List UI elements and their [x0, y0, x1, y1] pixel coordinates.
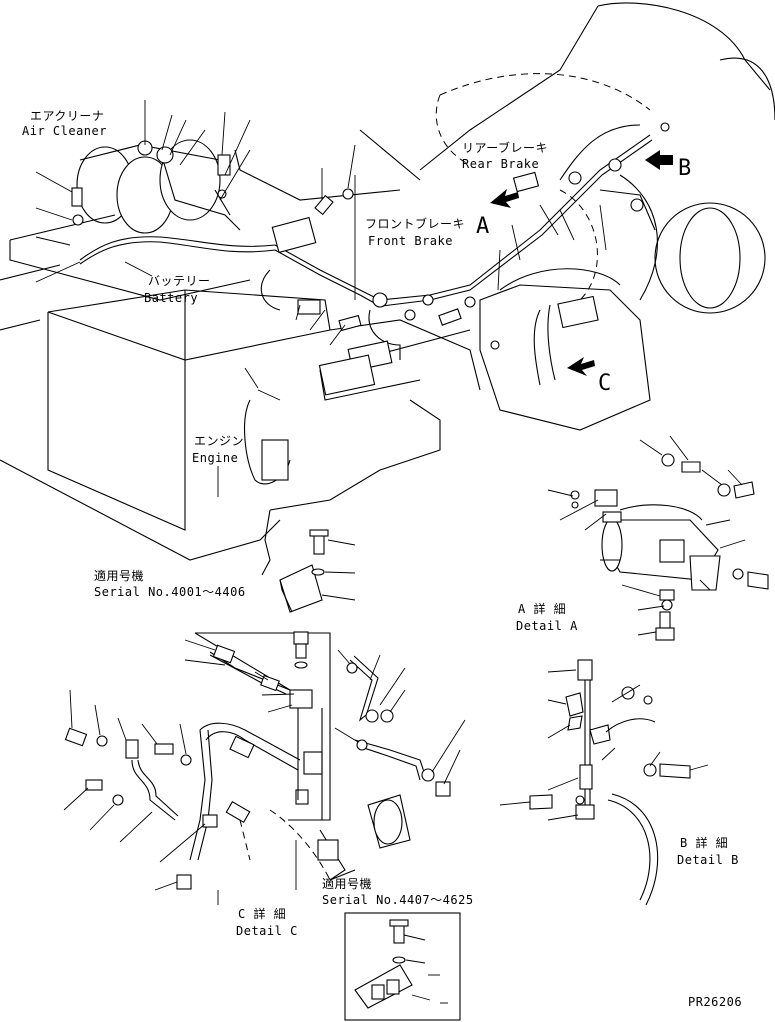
- rear-brake-label: Rear Brake: [462, 157, 539, 171]
- detail-c-label-jp: C 詳 細: [238, 906, 286, 921]
- serial-bottom-label: Serial No.4407～4625: [322, 893, 474, 907]
- battery-label: Battery: [144, 291, 198, 305]
- view-arrows: [490, 150, 673, 376]
- serial-4001-block: [279, 529, 356, 613]
- serial-4407-inset: [344, 912, 461, 1021]
- serial-top-label-jp: 適用号機: [94, 568, 144, 583]
- detail-b-label: Detail B: [677, 853, 739, 867]
- front-brake-label-jp: フロントブレーキ: [365, 216, 465, 231]
- detail-b-label-jp: B 詳 細: [680, 835, 728, 850]
- serial-bottom-label-jp: 適用号機: [322, 876, 372, 891]
- air-cleaner-label: Air Cleaner: [22, 124, 107, 138]
- rear-brake-label-jp: リアーブレーキ: [462, 140, 548, 155]
- detail-c-drawing: [63, 631, 466, 905]
- components-main: [71, 122, 670, 481]
- engine-label: Engine: [192, 451, 238, 465]
- engine-label-jp: エンジン: [194, 434, 244, 448]
- text-labels: エアクリーナ Air Cleaner バッテリー Battery エンジン En…: [22, 109, 742, 1009]
- detail-c-label: Detail C: [236, 924, 298, 938]
- air-cleaner-label-jp: エアクリーナ: [30, 109, 104, 123]
- front-brake-label: Front Brake: [368, 234, 453, 248]
- marker-a: A: [476, 214, 489, 239]
- battery-label-jp: バッテリー: [148, 274, 211, 288]
- detail-a-label: Detail A: [516, 619, 578, 633]
- marker-c: C: [598, 371, 611, 396]
- arrow-a-icon: [490, 189, 519, 208]
- serial-top-label: Serial No.4001～4406: [94, 585, 246, 599]
- arrow-b-icon: [645, 150, 673, 170]
- leader-lines-main: [35, 100, 607, 497]
- drawing-code: PR26206: [688, 995, 742, 1009]
- machine-outline: [0, 2, 775, 576]
- marker-b: B: [678, 156, 691, 181]
- detail-a-drawing: [547, 435, 769, 641]
- arrow-c-icon: [567, 357, 595, 376]
- detail-b-drawing: [499, 659, 709, 906]
- detail-a-label-jp: A 詳 細: [518, 601, 566, 616]
